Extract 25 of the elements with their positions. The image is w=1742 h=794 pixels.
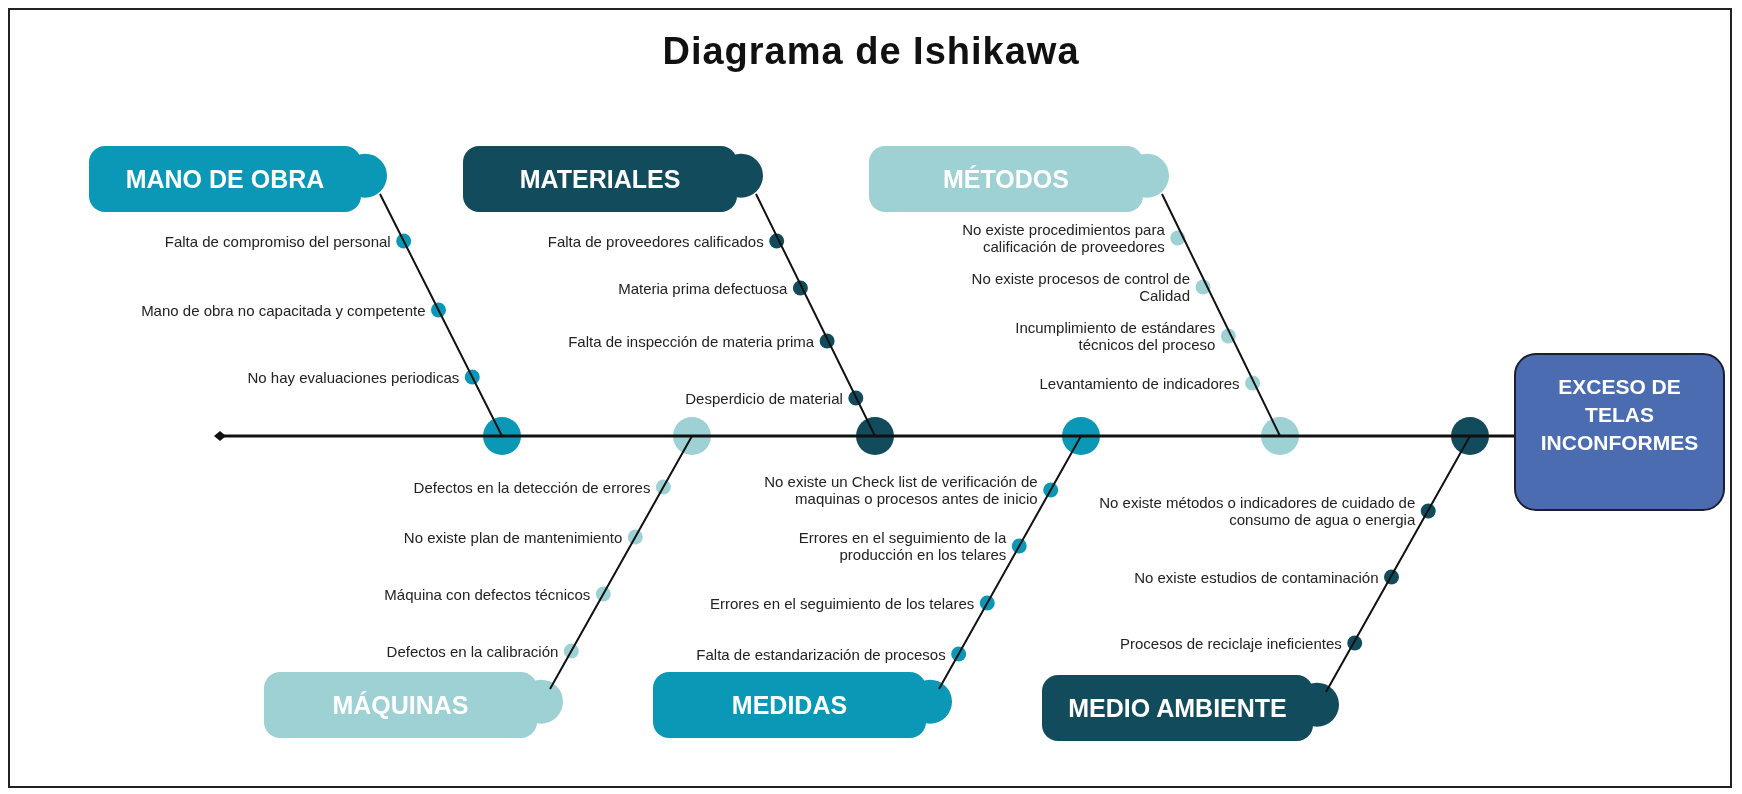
cause-text: No existe plan de mantenimiento (403, 528, 623, 546)
cause-text: Incumplimiento de estándares técnicos del proceso (1014, 319, 1216, 353)
cause-text: Levantamiento de indicadores (1039, 374, 1240, 392)
cause-text: Defectos en la detección de errores (413, 478, 651, 496)
cause-text: Falta de compromiso del personal (164, 232, 391, 250)
cause-text: Errores en el seguimiento de los telares (709, 594, 975, 612)
cause-text: No existe procedimientos para calificación de proveedores (961, 221, 1165, 255)
cause-text: No existe estudios de contaminación (1134, 568, 1379, 586)
spine-line (214, 431, 1514, 441)
diagram-title: Diagrama de Ishikawa (661, 30, 1081, 73)
cause-text: Mano de obra no capacitada y competente (141, 301, 426, 319)
cause-text: Falta de proveedores calificados (547, 232, 764, 250)
cause-text: Errores en el seguimiento de la producción en los telares (797, 529, 1007, 563)
cause-text: No existe un Check list de verificación de maquinas o procesos antes de inicio (763, 473, 1038, 507)
cause-text: Máquina con defectos técnicos (384, 585, 591, 603)
cause-text: Procesos de reciclaje ineficientes (1119, 634, 1342, 652)
effect-box: EXCESO DE TELAS INCONFORMES (1514, 353, 1725, 511)
cause-text: No hay evaluaciones periodicas (247, 368, 460, 386)
cause-text: Desperdicio de material (685, 389, 843, 407)
cause-text: No existe métodos o indicadores de cuidado de consumo de agua o energia (1098, 494, 1416, 528)
cause-text: Falta de estandarización de procesos (696, 645, 946, 663)
cause-text: Materia prima defectuosa (618, 279, 788, 297)
cause-text: No existe procesos de control de Calidad (970, 270, 1191, 304)
cause-text: Falta de inspección de materia prima (568, 332, 815, 350)
cause-text: Defectos en la calibración (386, 642, 559, 660)
